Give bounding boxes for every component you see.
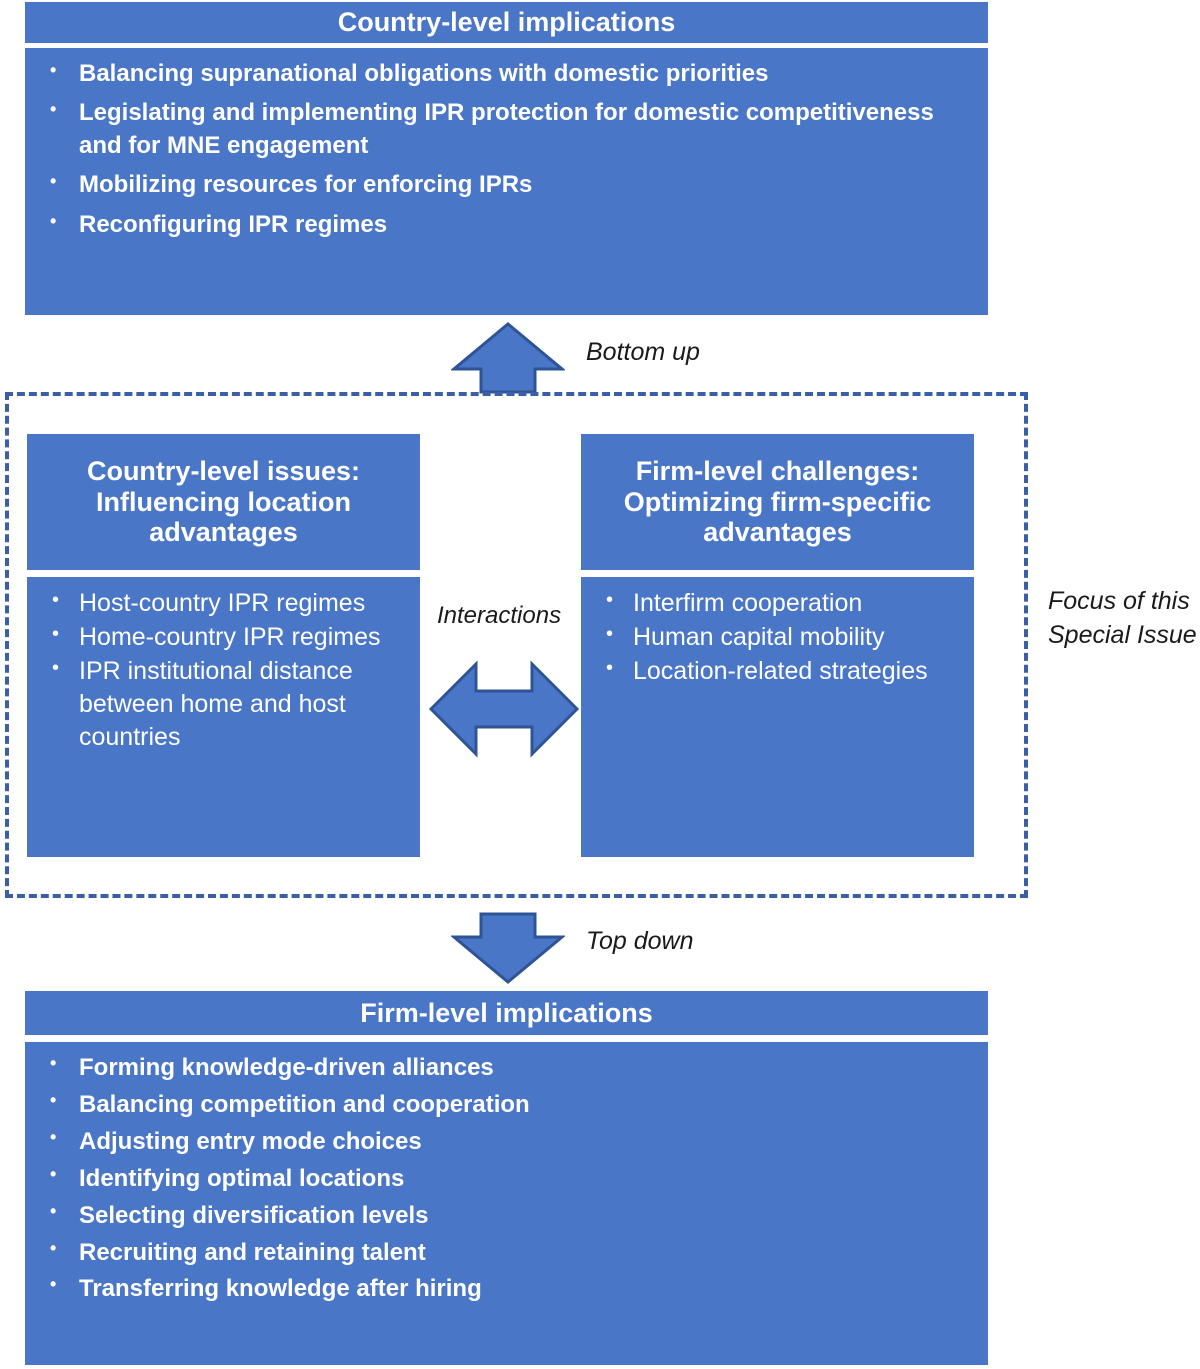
firm-level-challenges-list: Interfirm cooperation Human capital mobi… xyxy=(595,587,960,688)
country-level-implications-header: Country-level implications xyxy=(25,2,988,43)
firm-level-challenges-title-line-2: Optimizing firm-specific xyxy=(623,486,932,517)
list-item: Reconfiguring IPR regimes xyxy=(39,209,974,241)
list-item: Host-country IPR regimes xyxy=(41,587,406,620)
list-item: Mobilizing resources for enforcing IPRs xyxy=(39,169,974,201)
list-item: Legislating and implementing IPR protect… xyxy=(39,97,974,162)
top-down-arrow-icon xyxy=(451,912,565,984)
firm-level-challenges-title-line-1: Firm-level challenges: xyxy=(635,455,920,486)
firm-level-challenges-header: Firm-level challenges: Optimizing firm-s… xyxy=(581,434,974,570)
firm-level-implications-list: Forming knowledge-driven alliances Balan… xyxy=(39,1052,974,1305)
bottom-up-arrow-icon xyxy=(451,322,565,394)
list-item: Human capital mobility xyxy=(595,621,960,654)
firm-level-implications-header: Firm-level implications xyxy=(25,991,988,1035)
interactions-double-arrow-icon xyxy=(428,660,580,758)
list-item: Transferring knowledge after hiring xyxy=(39,1273,974,1305)
country-level-implications-title: Country-level implications xyxy=(337,7,676,38)
list-item: Forming knowledge-driven alliances xyxy=(39,1052,974,1084)
firm-level-implications-title: Firm-level implications xyxy=(360,997,653,1028)
list-item: Adjusting entry mode choices xyxy=(39,1126,974,1158)
country-level-issues-body: Host-country IPR regimes Home-country IP… xyxy=(27,577,420,857)
country-level-implications-list: Balancing supranational obligations with… xyxy=(39,58,974,241)
focus-label-line-2: Special Issue xyxy=(1048,620,1197,649)
list-item: IPR institutional distance between home … xyxy=(41,655,406,754)
list-item: Interfirm cooperation xyxy=(595,587,960,620)
list-item: Balancing competition and cooperation xyxy=(39,1089,974,1121)
list-item: Selecting diversification levels xyxy=(39,1200,974,1232)
focus-of-special-issue-region xyxy=(5,392,1028,898)
top-down-label: Top down xyxy=(586,927,694,955)
list-item: Home-country IPR regimes xyxy=(41,621,406,654)
firm-level-challenges-title-line-3: advantages xyxy=(703,517,852,548)
country-level-issues-header: Country-level issues: Influencing locati… xyxy=(27,434,420,570)
bottom-up-label: Bottom up xyxy=(586,338,700,366)
country-level-issues-title-line-1: Country-level issues: xyxy=(86,455,361,486)
list-item: Recruiting and retaining talent xyxy=(39,1237,974,1269)
firm-level-challenges-body: Interfirm cooperation Human capital mobi… xyxy=(581,577,974,857)
focus-of-special-issue-label: Focus of this Special Issue xyxy=(1048,585,1198,653)
country-level-issues-title-line-3: advantages xyxy=(149,517,298,548)
country-level-issues-list: Host-country IPR regimes Home-country IP… xyxy=(41,587,406,754)
interactions-label: Interactions xyxy=(437,602,562,629)
focus-label-line-1: Focus of this xyxy=(1048,587,1190,615)
firm-level-implications-body: Forming knowledge-driven alliances Balan… xyxy=(25,1042,988,1365)
country-level-issues-title-line-2: Influencing location xyxy=(96,486,351,517)
list-item: Identifying optimal locations xyxy=(39,1163,974,1195)
country-level-implications-body: Balancing supranational obligations with… xyxy=(25,48,988,315)
list-item: Balancing supranational obligations with… xyxy=(39,58,974,90)
list-item: Location-related strategies xyxy=(595,655,960,688)
